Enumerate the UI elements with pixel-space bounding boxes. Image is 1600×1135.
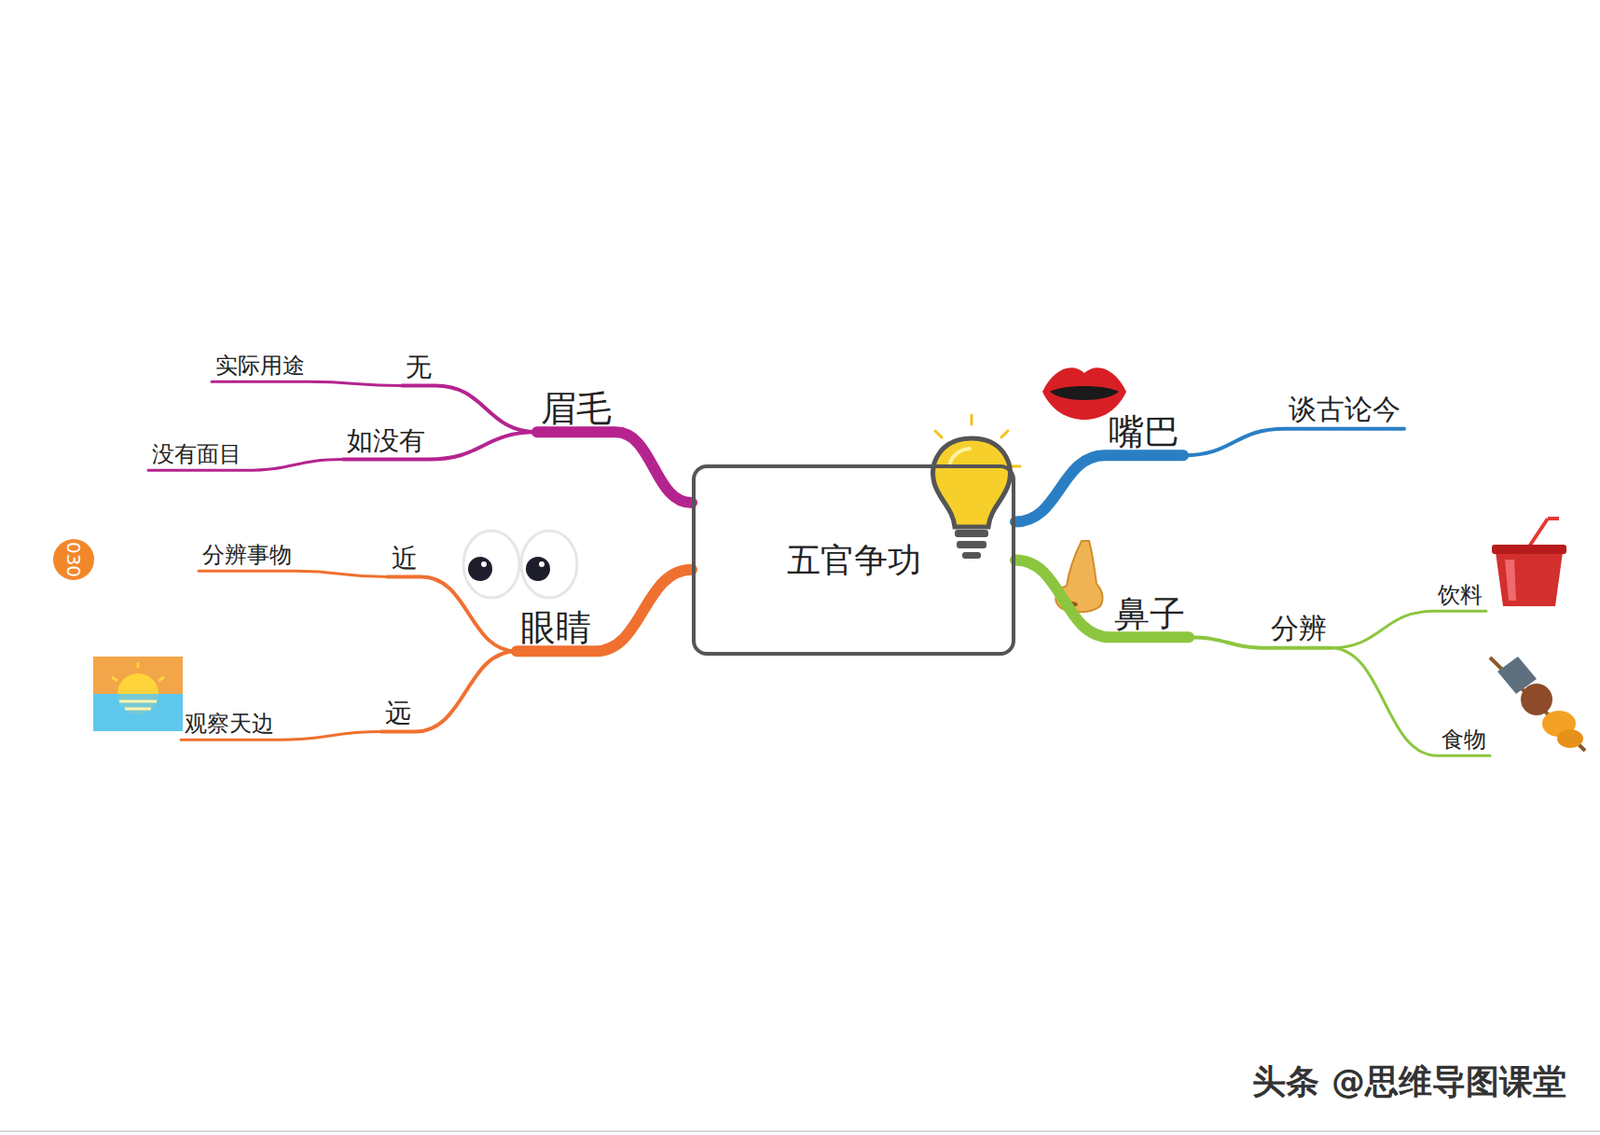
leaf-topic: 没有面目	[148, 441, 246, 471]
branch-topic: 鼻子	[1110, 593, 1189, 638]
topic-text: 分辨	[1270, 612, 1327, 646]
page-number: 030	[53, 538, 95, 580]
topic-text: 食物	[1441, 727, 1487, 754]
topic-text: 分辨事物	[202, 542, 292, 569]
sunset-icon	[93, 656, 183, 732]
branch-line	[387, 577, 517, 652]
leaf-topic: 饮料	[1434, 582, 1487, 612]
topic-text: 鼻子	[1114, 593, 1186, 635]
leaf-topic: 实际用途	[211, 353, 309, 383]
sub-topic: 如没有	[343, 426, 429, 459]
branch-line	[1015, 455, 1184, 522]
central-topic: 五官争功	[691, 464, 1016, 656]
branch-line	[381, 650, 517, 732]
sub-topic: 谈古论今	[1284, 393, 1405, 429]
branch-line	[1330, 610, 1487, 648]
topic-text: 观察天边	[184, 711, 275, 738]
leaf-topic: 观察天边	[180, 711, 278, 741]
topic-text: 嘴巴	[1108, 412, 1180, 454]
topic-text: 五官争功	[786, 540, 922, 580]
sub-topic: 分辨	[1267, 612, 1331, 649]
drink-icon	[1491, 518, 1567, 607]
topic-text: 近	[391, 543, 418, 574]
branch-line	[1183, 428, 1405, 456]
watermark-text: 头条 @思维导图课堂	[1252, 1062, 1567, 1101]
branch-line	[1015, 560, 1189, 638]
topic-text: 眉毛	[540, 388, 612, 430]
branch-topic: 眉毛	[537, 388, 616, 433]
sub-topic: 远	[381, 698, 415, 732]
topic-text: 没有面目	[151, 441, 242, 469]
branch-line	[537, 431, 692, 503]
branch-line	[211, 381, 402, 386]
leaf-topic: 食物	[1437, 727, 1490, 757]
topic-text: 实际用途	[215, 353, 305, 380]
topic-text: 谈古论今	[1288, 393, 1401, 427]
watermark: 头条 @思维导图课堂	[1252, 1059, 1567, 1105]
topic-text: 远	[385, 698, 412, 729]
sub-topic: 无	[401, 352, 436, 386]
branch-line	[1330, 648, 1490, 757]
topic-text: 无	[405, 352, 432, 383]
page-number-text: 030	[62, 541, 85, 578]
sub-topic: 近	[387, 543, 422, 577]
skewer-icon	[1489, 656, 1586, 751]
topic-text: 眼睛	[520, 607, 592, 649]
branch-line	[516, 569, 692, 652]
eyes-icon	[463, 530, 578, 598]
branch-line	[401, 386, 538, 433]
leaf-topic: 分辨事物	[198, 542, 296, 572]
topic-text: 饮料	[1437, 582, 1483, 609]
branch-topic: 嘴巴	[1104, 412, 1184, 456]
branch-topic: 眼睛	[516, 607, 595, 652]
branch-line	[198, 570, 388, 577]
page-edge-line	[0, 1130, 1600, 1132]
bulb-icon	[923, 414, 1021, 559]
topic-text: 如没有	[346, 426, 426, 456]
